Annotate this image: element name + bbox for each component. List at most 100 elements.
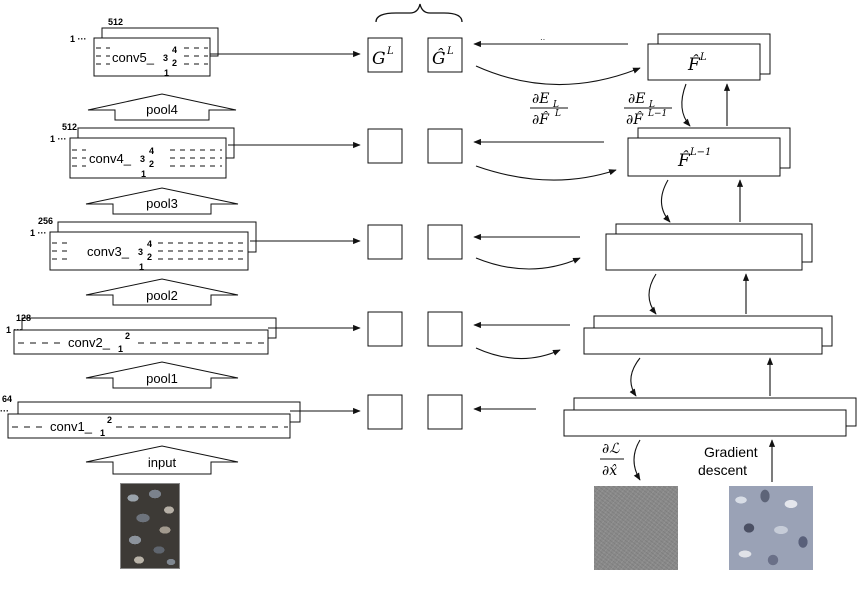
pool2-arrow: pool2: [85, 278, 239, 306]
curve-arrow-4: [475, 165, 617, 181]
down-curve-3-2: [648, 273, 657, 315]
f-prev-label: F̂: [677, 151, 691, 171]
conv4-label: conv4_: [89, 151, 132, 166]
f-hat-sup: L: [699, 52, 707, 63]
conv3-block: conv3_ 3 4 2 1 256 1 ···: [30, 216, 257, 272]
dE-den: ∂F̂: [532, 110, 550, 128]
conv3-sup: 2: [147, 252, 152, 262]
conv3-depth-top: 256: [38, 216, 53, 226]
conv4-depth-left: 1 ···: [50, 134, 67, 144]
top-brace: [375, 3, 463, 23]
conv5-sub: 1: [164, 68, 169, 78]
gram-ghat4: [427, 128, 463, 164]
conv2-sub: 1: [118, 344, 123, 354]
gram-g3: [367, 224, 403, 260]
dE-num-sub: L: [552, 100, 559, 110]
dE2-num: ∂E: [628, 91, 645, 107]
conv2-block: conv2_ 2 1 128 1 ···: [6, 313, 277, 355]
dE2-den-sup: L−1: [647, 109, 667, 119]
g-label: G: [372, 49, 386, 69]
conv2-depth-left: 1 ···: [6, 325, 23, 335]
feature-stack-3: [605, 223, 813, 271]
conv5-top: 4: [172, 45, 177, 55]
conv4-sup: 2: [149, 159, 154, 169]
gram-ghat3: [427, 224, 463, 260]
gram-g5: G L: [367, 37, 403, 73]
top-dots: ··: [540, 35, 545, 44]
conv2-depth-top: 128: [16, 313, 31, 323]
dE-den-sup: L: [554, 109, 561, 119]
f-prev-sup: L−1: [689, 147, 711, 158]
gradient-label-line2: descent: [698, 462, 747, 478]
conv5-mid: 3: [163, 53, 168, 63]
synthesized-texture-image: [729, 486, 813, 570]
curve-arrow-3: [475, 257, 581, 270]
conv3-sub: 1: [139, 262, 144, 272]
down-curve-1-noise: [633, 439, 641, 481]
pool4-label: pool4: [146, 102, 178, 117]
dE2-den: ∂F̂: [626, 110, 644, 128]
gram-g4: [367, 128, 403, 164]
conv3-label: conv3_: [87, 244, 130, 259]
gram-ghat5: Ĝ L: [427, 37, 463, 73]
conv5-label: conv5_: [112, 50, 155, 65]
curve-arrow-2: [475, 347, 561, 360]
noise-image: [594, 486, 678, 570]
conv3-mid: 3: [138, 247, 143, 257]
gram-g1: [367, 394, 403, 430]
gram-ghat1: [427, 394, 463, 430]
pool4-arrow: pool4: [87, 93, 237, 121]
conv4-depth-top: 512: [62, 122, 77, 132]
g-sup: L: [386, 46, 394, 57]
feature-stack-1: [563, 397, 857, 437]
dL-den: ∂x̂: [602, 463, 617, 479]
dE-num: ∂E: [532, 91, 549, 107]
pool2-label: pool2: [146, 288, 178, 303]
derivative-dL-dx: ∂ℒ ∂x̂: [600, 441, 624, 479]
conv2-sup: 2: [125, 331, 130, 341]
conv1-label: conv1_: [50, 419, 93, 434]
conv1-sub: 1: [100, 428, 105, 438]
ghat-sup: L: [446, 46, 454, 57]
gram-ghat2: [427, 311, 463, 347]
conv2-label: conv2_: [68, 335, 111, 350]
ghat-label: Ĝ: [432, 48, 446, 69]
dE2-num-sub: L: [648, 100, 655, 110]
input-arrow: input: [85, 445, 239, 475]
conv1-depth-left: ···: [0, 406, 9, 416]
dL-num: ∂ℒ: [602, 441, 620, 457]
pool1-arrow: pool1: [85, 361, 239, 389]
feature-stack-5: F̂ L: [647, 33, 771, 81]
conv3-top: 4: [147, 239, 152, 249]
conv4-sub: 1: [141, 169, 146, 179]
down-curve-2-1: [629, 357, 641, 397]
gram-g2: [367, 311, 403, 347]
pool3-arrow: pool3: [85, 187, 239, 215]
derivative-dE-dF-prev: ∂E L ∂F̂ L−1: [624, 91, 672, 128]
conv1-depth-top: 64: [2, 394, 12, 404]
conv1-sup: 2: [107, 415, 112, 425]
gradient-label-line1: Gradient: [704, 444, 758, 460]
input-label: input: [148, 455, 177, 470]
down-curve-5-4: [681, 83, 691, 127]
conv5-block: conv5_ 3 4 2 1 512 1 ···: [70, 17, 219, 78]
conv3-depth-left: 1 ···: [30, 228, 47, 238]
pool1-label: pool1: [146, 371, 178, 386]
f-hat-label: F̂: [687, 55, 701, 75]
conv4-block: conv4_ 3 4 2 1 512 1 ···: [50, 122, 235, 179]
pool3-label: pool3: [146, 196, 178, 211]
feature-stack-4: F̂ L−1: [627, 127, 791, 177]
conv5-sup: 2: [172, 58, 177, 68]
curve-arrow-5: [475, 65, 641, 86]
feature-stack-2: [583, 315, 833, 355]
conv4-top: 4: [149, 146, 154, 156]
conv5-depth-top: 512: [108, 17, 123, 27]
down-curve-4-3: [660, 179, 671, 223]
conv5-depth-left: 1 ···: [70, 34, 87, 44]
conv1-block: conv1_ 2 1 64 ···: [0, 394, 301, 439]
derivative-dE-dF: ∂E L ∂F̂ L: [530, 91, 568, 128]
input-texture-image: [120, 483, 180, 569]
conv4-mid: 3: [140, 154, 145, 164]
